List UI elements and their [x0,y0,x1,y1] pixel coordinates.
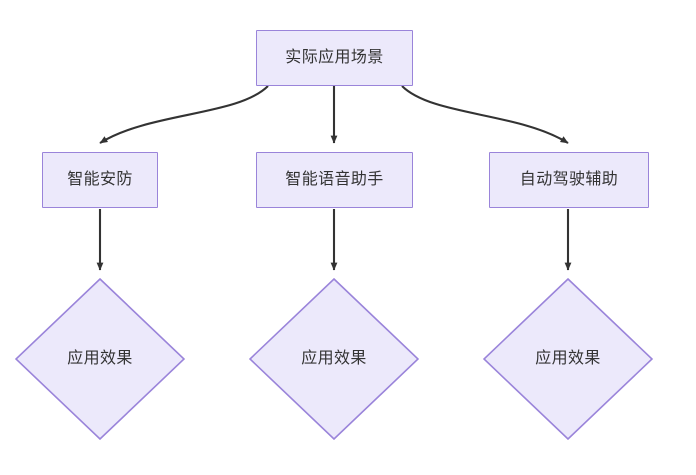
node-branch-3[interactable]: 自动驾驶辅助 [489,152,649,208]
edge-root-to-branch-1 [99,85,269,144]
node-branch-1-label: 智能安防 [67,171,133,188]
node-outcome-2[interactable]: 应用效果 [249,278,419,440]
node-branch-2-label: 智能语音助手 [285,171,384,188]
node-outcome-2-label: 应用效果 [301,350,367,367]
node-outcome-3-label: 应用效果 [535,350,601,367]
node-outcome-1-label: 应用效果 [67,350,133,367]
node-outcome-3[interactable]: 应用效果 [483,278,653,440]
node-root[interactable]: 实际应用场景 [256,30,413,86]
node-root-label: 实际应用场景 [285,49,384,66]
node-branch-1[interactable]: 智能安防 [42,152,158,208]
diamond-shape-2 [249,278,419,440]
node-branch-3-label: 自动驾驶辅助 [519,171,619,188]
node-branch-2[interactable]: 智能语音助手 [256,152,413,208]
diamond-shape-3 [483,278,653,440]
diamond-shape-1 [15,278,185,440]
node-outcome-1[interactable]: 应用效果 [15,278,185,440]
edge-root-to-branch-3 [401,85,569,144]
